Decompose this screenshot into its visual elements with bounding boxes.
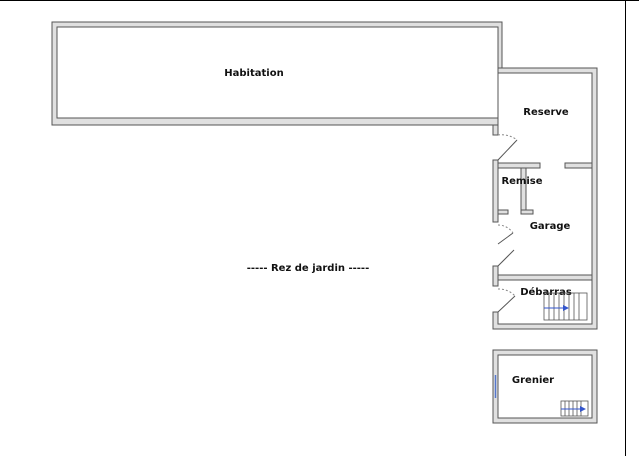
habitation-room: Habitation (51, 21, 503, 126)
reserve-label: Reserve (523, 107, 569, 118)
grenier-room: Grenier (492, 349, 598, 424)
habitation-label: Habitation (224, 68, 283, 79)
garage-label: Garage (530, 221, 571, 232)
grenier-label: Grenier (512, 375, 554, 386)
annex-walls (492, 67, 598, 330)
stairs-icon (560, 400, 589, 417)
stairs-icon (543, 292, 588, 321)
rez-de-jardin-label: ----- Rez de jardin ----- (247, 263, 370, 274)
remise-label: Remise (501, 176, 542, 187)
door-swing-icon (497, 134, 518, 313)
